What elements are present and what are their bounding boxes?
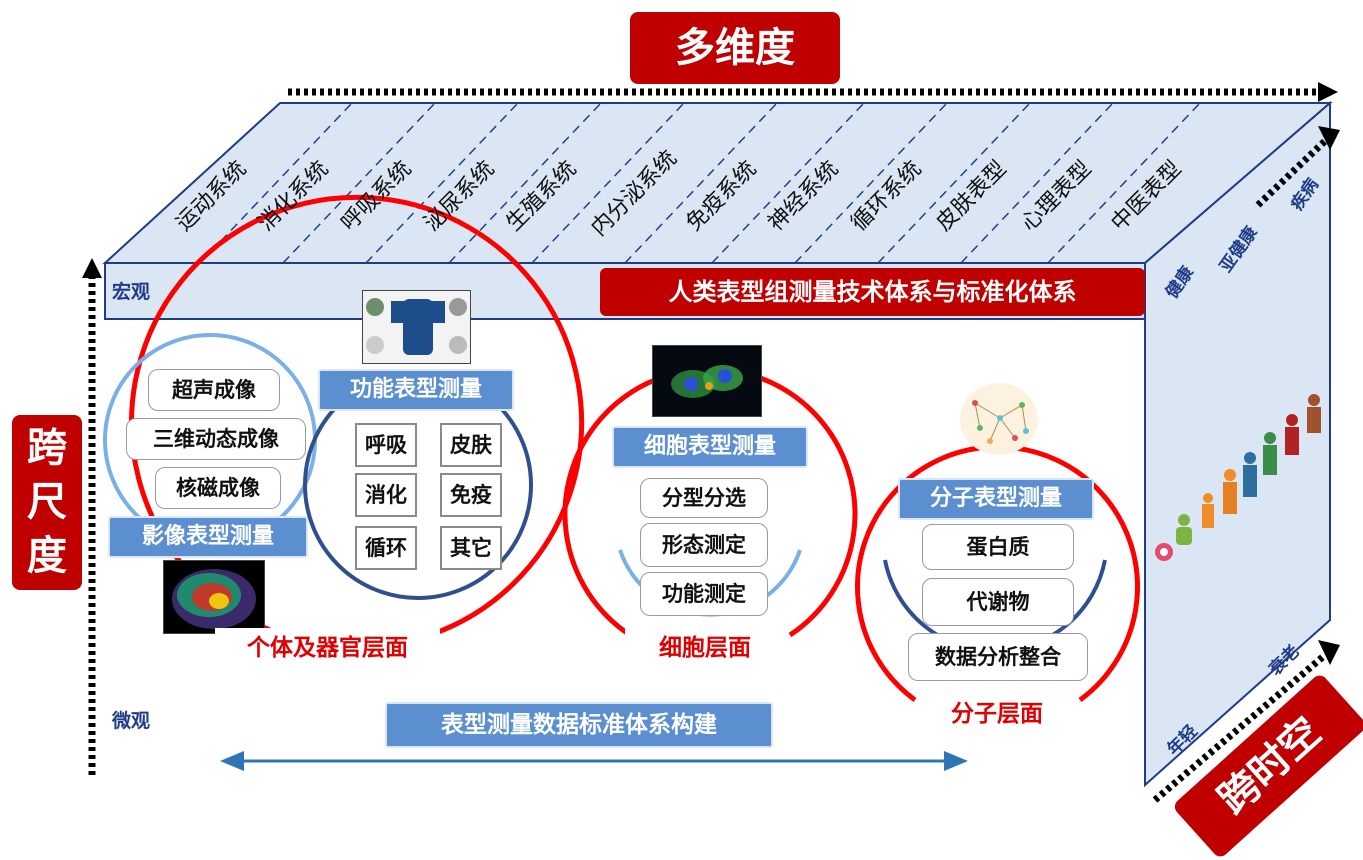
cell-item: 功能测定 bbox=[640, 572, 768, 616]
dotted-axes bbox=[88, 88, 1329, 803]
arrow-head-time bbox=[1318, 640, 1340, 665]
functional-item: 消化 bbox=[355, 473, 417, 517]
molecule-item: 数据分析整合 bbox=[908, 633, 1088, 681]
organ-level-label: 个体及器官层面 bbox=[215, 628, 440, 668]
elderly-icon bbox=[1307, 394, 1321, 433]
cell-item: 分型分选 bbox=[640, 478, 768, 518]
bottom-arrow-right bbox=[944, 751, 968, 771]
middle-age-icon bbox=[1263, 432, 1277, 475]
dimension-title: 多维度 bbox=[630, 12, 840, 84]
functional-item: 呼吸 bbox=[355, 423, 417, 467]
brain-mri-image bbox=[163, 560, 265, 634]
baby-icon bbox=[1155, 543, 1173, 561]
molecule-item: 蛋白质 bbox=[922, 524, 1074, 570]
macro-label: 宏观 bbox=[112, 281, 151, 303]
arrow-head-right bbox=[1318, 82, 1338, 102]
cell-title: 细胞表型测量 bbox=[612, 426, 808, 468]
senior-icon bbox=[1285, 414, 1299, 455]
functional-item: 循环 bbox=[355, 526, 417, 570]
age-figures bbox=[1155, 394, 1321, 561]
cell-item: 形态测定 bbox=[640, 523, 768, 567]
wearable-vest-image bbox=[362, 290, 471, 364]
bottom-arrow-left bbox=[220, 751, 244, 771]
imaging-item: 核磁成像 bbox=[155, 467, 281, 509]
imaging-title: 影像表型测量 bbox=[108, 516, 308, 558]
system-separators bbox=[199, 102, 1201, 264]
scale-title: 跨尺度 bbox=[12, 415, 82, 590]
molecule-title: 分子表型测量 bbox=[898, 478, 1094, 520]
teen-icon bbox=[1223, 469, 1237, 514]
adult-icon bbox=[1243, 452, 1257, 497]
cell-microscopy-image bbox=[652, 345, 762, 417]
system-banner: 人类表型组测量技术体系与标准化体系 bbox=[600, 268, 1145, 316]
functional-title: 功能表型测量 bbox=[318, 369, 514, 411]
molecule-level-label: 分子层面 bbox=[922, 692, 1072, 736]
molecule-item: 代谢物 bbox=[922, 578, 1074, 626]
imaging-item: 三维动态成像 bbox=[126, 418, 306, 460]
molecular-network-image bbox=[960, 383, 1038, 455]
data-standard-banner: 表型测量数据标准体系构建 bbox=[385, 702, 773, 748]
micro-label: 微观 bbox=[112, 710, 151, 732]
functional-item: 免疫 bbox=[440, 473, 502, 517]
functional-item: 其它 bbox=[440, 526, 502, 570]
toddler-icon bbox=[1176, 514, 1192, 545]
cell-level-label: 细胞层面 bbox=[625, 628, 785, 668]
functional-item: 皮肤 bbox=[440, 423, 502, 467]
imaging-item: 超声成像 bbox=[148, 369, 280, 411]
side-panel bbox=[1144, 100, 1331, 788]
child-icon bbox=[1202, 493, 1214, 528]
arrow-head-state bbox=[1318, 126, 1340, 150]
arrow-head-up bbox=[82, 258, 102, 278]
